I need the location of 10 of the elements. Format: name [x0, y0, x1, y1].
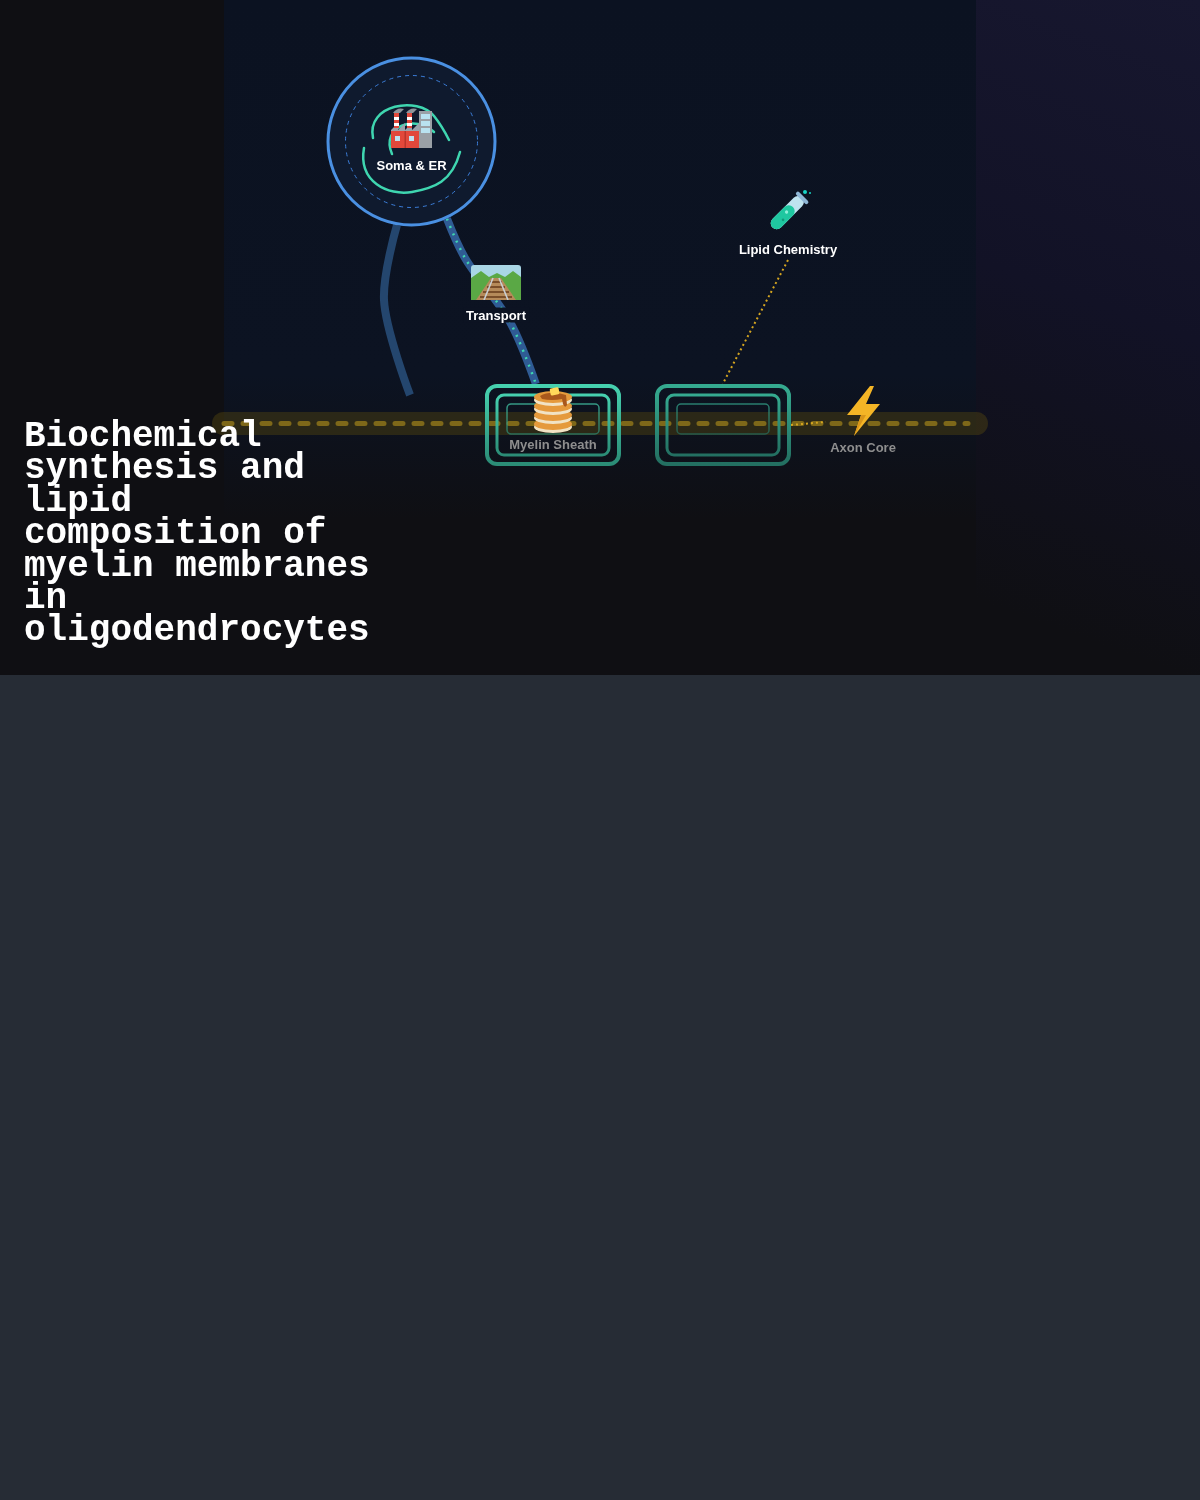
- title: Biochemical synthesis and lipid composition of myelin membranes in oligodendrocytes: [24, 421, 371, 648]
- edge-label: Transport: [463, 307, 529, 323]
- sheath-box: [655, 384, 791, 466]
- node-label: Myelin Sheath: [509, 437, 597, 452]
- node-label: Soma & ER: [376, 158, 447, 173]
- node-label: Axon Core: [830, 440, 896, 455]
- cell-body-circle: [326, 56, 497, 227]
- sheath-box: [485, 384, 621, 466]
- node-label: Lipid Chemistry: [738, 242, 838, 257]
- connector: [380, 224, 414, 397]
